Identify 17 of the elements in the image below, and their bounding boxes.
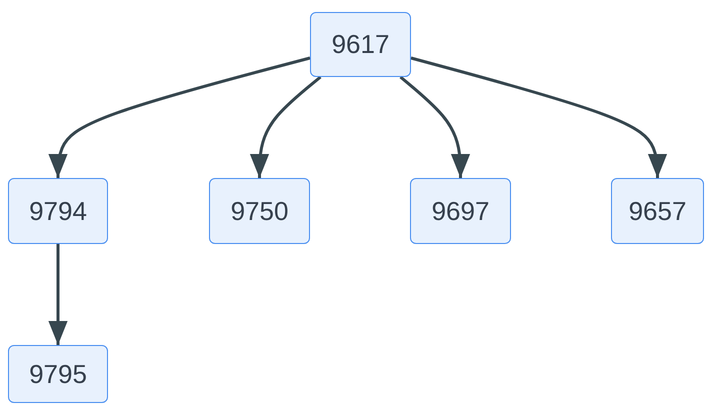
node-label: 9697 [432, 196, 490, 226]
node-label: 9750 [230, 196, 288, 226]
process-box [209, 178, 310, 244]
arrow [48, 56, 310, 178]
process-box [8, 345, 108, 403]
arrow [400, 76, 470, 178]
process-box [310, 12, 411, 77]
node-label: 9795 [29, 358, 87, 390]
arrow [250, 76, 322, 178]
arrow [410, 56, 668, 178]
process-box [8, 178, 108, 244]
arrow [48, 244, 68, 345]
process-box [611, 178, 704, 244]
node-label: 9794 [29, 196, 87, 226]
node-label: 9617 [332, 29, 390, 60]
node-label: 9657 [628, 196, 686, 226]
process-box [410, 178, 511, 244]
